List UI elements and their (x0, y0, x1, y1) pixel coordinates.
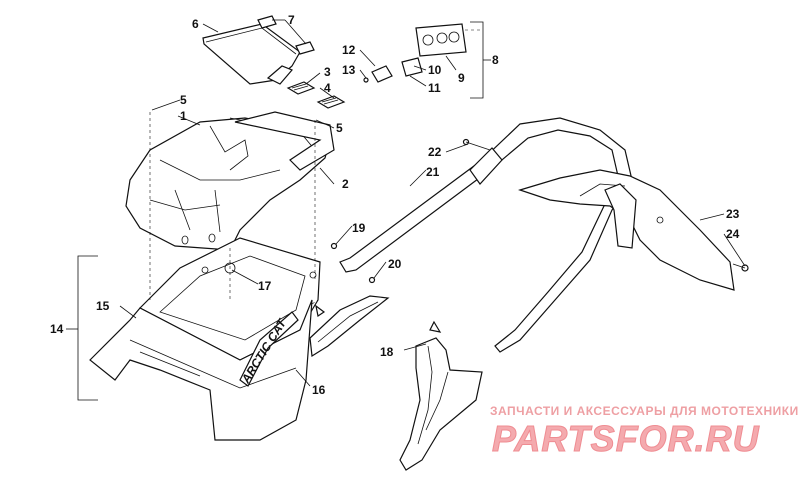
pad-part (286, 81, 346, 109)
assembly-lines (149, 29, 483, 305)
taillight-assembly (363, 23, 467, 83)
callout-6: 6 (192, 17, 199, 31)
callout-8: 8 (492, 53, 499, 67)
callout-3: 3 (324, 65, 331, 79)
callout-19: 19 (352, 221, 366, 235)
side-trim (309, 295, 390, 358)
callout-10: 10 (428, 63, 442, 77)
callout-11: 11 (428, 81, 441, 95)
rail-bracket (399, 320, 483, 471)
callout-9: 9 (458, 71, 465, 85)
callout-2: 2 (342, 177, 349, 191)
callout-12: 12 (342, 43, 356, 57)
callout-23: 23 (726, 207, 740, 221)
callout-24: 24 (726, 227, 740, 241)
rear-hood (125, 117, 331, 251)
rear-bumper (330, 117, 633, 353)
storage-box (89, 237, 321, 441)
callout-1: 1 (180, 109, 187, 123)
callout-15: 15 (96, 299, 110, 313)
callout-22: 22 (428, 145, 442, 159)
tool-tray (202, 23, 301, 85)
callout-labels: 1 2 3 4 5 5 6 7 8 9 10 11 12 13 14 15 16… (50, 13, 740, 397)
callout-16: 16 (312, 383, 326, 397)
watermark-tagline: ЗАПЧАСТИ И АКСЕССУАРЫ ДЛЯ МОТОТЕХНИКИ (490, 404, 799, 418)
callout-13: 13 (342, 63, 356, 77)
callout-18: 18 (380, 345, 394, 359)
callout-17: 17 (258, 279, 272, 293)
callout-14: 14 (50, 322, 64, 336)
group-brackets (66, 21, 491, 401)
leader-lines (119, 19, 746, 387)
callout-21: 21 (426, 165, 440, 179)
tunnel-trim (234, 111, 335, 171)
watermark-logo: PARTSFOR.RU (492, 418, 760, 460)
callout-5-top: 5 (180, 93, 187, 107)
callout-4: 4 (324, 81, 331, 95)
callout-20: 20 (388, 257, 402, 271)
callout-7: 7 (288, 13, 295, 27)
callout-5-right: 5 (336, 121, 343, 135)
snow-flap (518, 169, 749, 291)
